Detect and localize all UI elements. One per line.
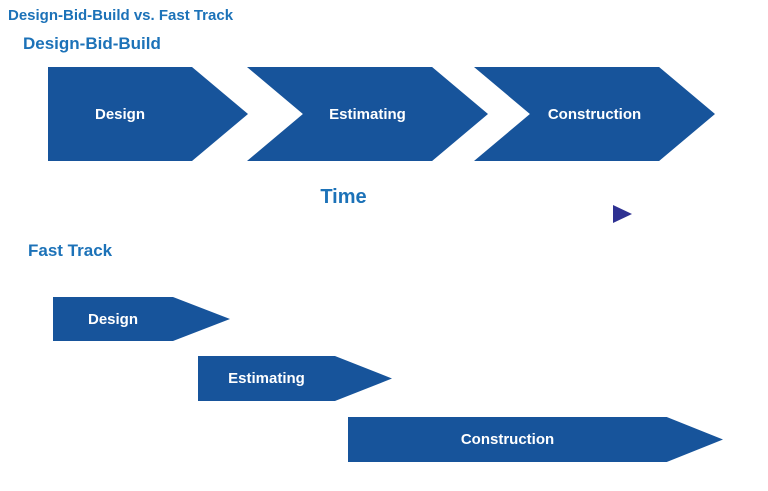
ft-stage-construction-label: Construction xyxy=(460,431,555,448)
page-title: Design-Bid-Build vs. Fast Track xyxy=(8,7,234,24)
ft-stage-design: Design xyxy=(53,297,230,341)
section-label-fast-track: Fast Track xyxy=(28,241,113,260)
ft-stage-design-label: Design xyxy=(87,310,138,328)
dbb-stage-design-label: Design xyxy=(94,105,145,123)
dbb-stage-construction-label: Construction xyxy=(547,105,642,123)
arrowhead-icon xyxy=(613,205,632,223)
dbb-stage-estimating-label: Estimating xyxy=(329,105,406,123)
ft-stage-estimating-label: Estimating xyxy=(228,370,305,387)
ft-stage-estimating: Estimating xyxy=(198,356,392,401)
time-axis-label: Time xyxy=(320,186,367,208)
time-axis-arrow xyxy=(55,205,632,223)
dbb-stage-construction: Construction xyxy=(474,67,715,161)
dbb-stage-estimating: Estimating xyxy=(247,67,488,161)
dbb-stage-design: Design xyxy=(48,67,248,161)
ft-stage-construction: Construction xyxy=(348,417,723,462)
section-label-design-bid-build: Design-Bid-Build xyxy=(23,34,161,53)
